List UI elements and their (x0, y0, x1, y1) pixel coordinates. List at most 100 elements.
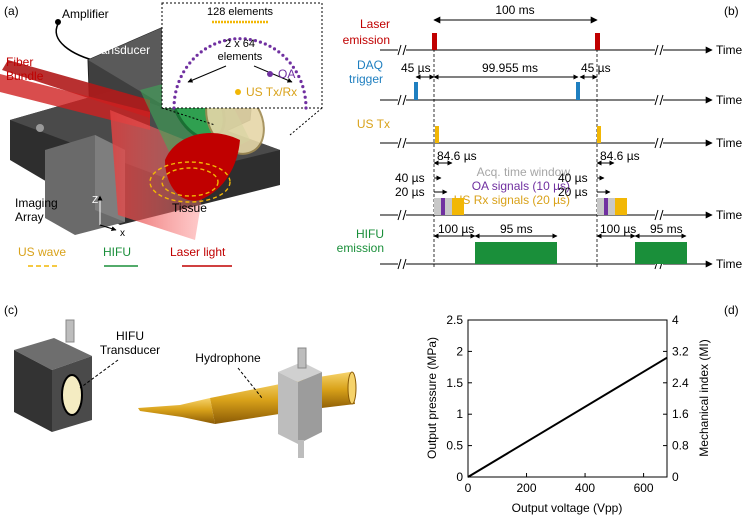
c-hifu-label-2: Transducer (100, 343, 160, 357)
us-delay-label-2: 84.6 µs (600, 149, 640, 163)
axis-break-icon (397, 94, 407, 106)
us-delay-label: 84.6 µs (437, 149, 477, 163)
y-right-tick-label: 1.6 (672, 407, 689, 421)
transducer-element-dot (228, 38, 232, 42)
screw-icon (36, 124, 44, 132)
us-rx-signal (452, 198, 464, 215)
panel-c-illustration: HIFU Transducer Hydrophone (14, 319, 357, 458)
row-label-hifu-2: emission (337, 241, 384, 255)
panel-label-a: (a) (4, 4, 19, 18)
axis-break-icon (397, 209, 407, 221)
usrx-delay-label-2: 20 µs (558, 185, 588, 199)
usrx-delay-label: 20 µs (395, 185, 425, 199)
oa-signal (604, 198, 608, 215)
hydrophone-label: Hydrophone (195, 351, 261, 365)
transducer-element-dot (175, 85, 179, 89)
us-tx-pulse (435, 126, 439, 143)
time-label: Time (716, 93, 743, 107)
oa-signal (441, 198, 445, 215)
transducer-element-dot (238, 37, 242, 41)
hydrophone-pointer (237, 367, 263, 399)
transducer-element-dot (281, 53, 285, 57)
us-legend-dot (235, 89, 241, 95)
axis-x-label: x (120, 228, 125, 239)
cube-post (65, 319, 75, 343)
us-wave (149, 161, 231, 203)
transducer-element-dot (253, 39, 257, 43)
oa-delay-label: 40 µs (395, 171, 425, 185)
cube-top (14, 338, 92, 370)
panel-a-illustration: Amplifier HIFU Transducer Fiber Bundle I… (0, 2, 323, 267)
chart-ylabel: Output pressure (MPa) (425, 337, 439, 459)
hifu-delay-label: 100 µs (438, 222, 474, 236)
mount-post-bottom (298, 440, 304, 458)
oa-delay-label-2: 40 µs (558, 171, 588, 185)
time-label: Time (716, 43, 743, 57)
y-right-tick-label: 0.8 (672, 439, 689, 453)
transducer-element-dot (188, 61, 192, 65)
panel-label-d: (d) (724, 303, 739, 317)
x-tick-label: 600 (634, 481, 654, 495)
row-label-ustx: US Tx (357, 117, 390, 131)
mount-right (298, 372, 322, 444)
transducer-element-arc (172, 37, 308, 110)
axis-break-icon (654, 44, 664, 56)
y-tick-label: 0.5 (446, 439, 463, 453)
transducer-element-dot (173, 95, 177, 99)
mount-top (278, 362, 322, 382)
transducer-element-dot (285, 57, 289, 61)
row-label-hifu-1: HIFU (356, 227, 384, 241)
transducer-element-dot (199, 50, 203, 54)
hifu-duration-label-2: 95 ms (650, 222, 683, 236)
imaging-array-label-2: Array (15, 210, 44, 224)
axis-break-icon (397, 137, 407, 149)
axis-break-icon (397, 44, 407, 56)
oa-legend-dot (267, 71, 273, 77)
transducer-element-dot (277, 50, 281, 54)
transducer-element-dot (248, 38, 252, 42)
laser-pulse (432, 33, 437, 50)
transducer-element-dot (297, 74, 301, 79)
transducer-element-dot (179, 74, 183, 79)
chart-ylabel-right: Mechanical index (MI) (697, 339, 711, 456)
transducer-element-dot (301, 85, 305, 89)
hydrophone-end (347, 371, 357, 405)
x-tick-label: 0 (465, 481, 472, 495)
y-tick-label: 1 (456, 407, 463, 421)
row-label-usrx: US Rx signals (20 µs) (454, 193, 570, 207)
transducer-element-dot (195, 53, 199, 57)
transducer-element-dot (243, 37, 247, 41)
daq-offset-label-2: 45 µs (581, 61, 611, 75)
imaging-array-label-1: Imaging (15, 196, 58, 210)
hifu-transducer-label-2: Transducer (90, 43, 150, 57)
series-line (467, 356, 668, 478)
row-label-laser-1: Laser (360, 17, 390, 31)
row-label-daq-2: trigger (349, 72, 383, 86)
y-right-tick-label: 3.2 (672, 344, 689, 358)
transducer-element-dot (172, 101, 176, 105)
transducer-element-dot (288, 61, 292, 65)
transducer-element-dot (191, 57, 195, 61)
row-label-oa: OA signals (10 µs) (472, 179, 570, 193)
hydrophone-tip (138, 398, 215, 424)
transducer-element-dot (185, 65, 189, 69)
x-tick-label: 200 (517, 481, 537, 495)
transducer-element-dot (213, 42, 217, 46)
panel-label-b: (b) (724, 4, 739, 18)
axis-break-icon (654, 209, 664, 221)
legend-us-wave-label: US wave (18, 245, 66, 259)
hifu-transducer-label-1: HIFU (106, 29, 134, 43)
transducer-element-dot (208, 44, 212, 48)
transducer-element-dot (182, 70, 186, 74)
transducer-element-dot (177, 79, 181, 84)
tissue-label: Tissue (172, 201, 207, 215)
hifu-pulse (475, 242, 557, 264)
axis-break-icon (654, 137, 664, 149)
inset-box (161, 2, 323, 109)
y-tick-label: 2 (456, 344, 463, 358)
axis-z-label: Z (92, 195, 98, 206)
y-tick-label: 1.5 (446, 376, 463, 390)
